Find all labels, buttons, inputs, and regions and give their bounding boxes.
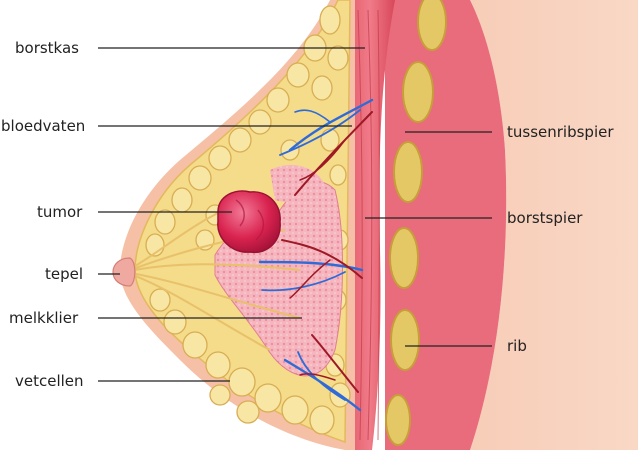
label-melkklier: melkklier	[9, 309, 79, 327]
rib-3	[393, 141, 423, 203]
rib-6	[385, 394, 411, 446]
label-tussenribspier: tussenribspier	[507, 123, 614, 141]
label-vetcellen: vetcellen	[15, 372, 84, 390]
label-tepel: tepel	[45, 265, 84, 283]
label-borstkas: borstkas	[15, 39, 79, 57]
rib-2	[402, 61, 434, 123]
label-borstspier: borstspier	[507, 209, 583, 227]
tepel-nipple	[112, 257, 136, 287]
rib-4	[389, 227, 419, 289]
leader-lines	[98, 47, 492, 382]
label-tumor: tumor	[37, 203, 83, 221]
label-bloedvaten: bloedvaten	[1, 117, 86, 135]
torso-skin	[470, 0, 638, 450]
rib-1	[417, 0, 447, 51]
label-rib: rib	[507, 337, 527, 355]
tumor-mass	[217, 190, 281, 254]
bloedvaten-vessels	[258, 98, 374, 412]
tussenribspier-band	[385, 0, 507, 450]
vetcellen-lobules	[145, 5, 351, 435]
ribs	[385, 0, 447, 446]
muscle-fibers	[357, 9, 380, 441]
rib-5	[390, 309, 420, 371]
